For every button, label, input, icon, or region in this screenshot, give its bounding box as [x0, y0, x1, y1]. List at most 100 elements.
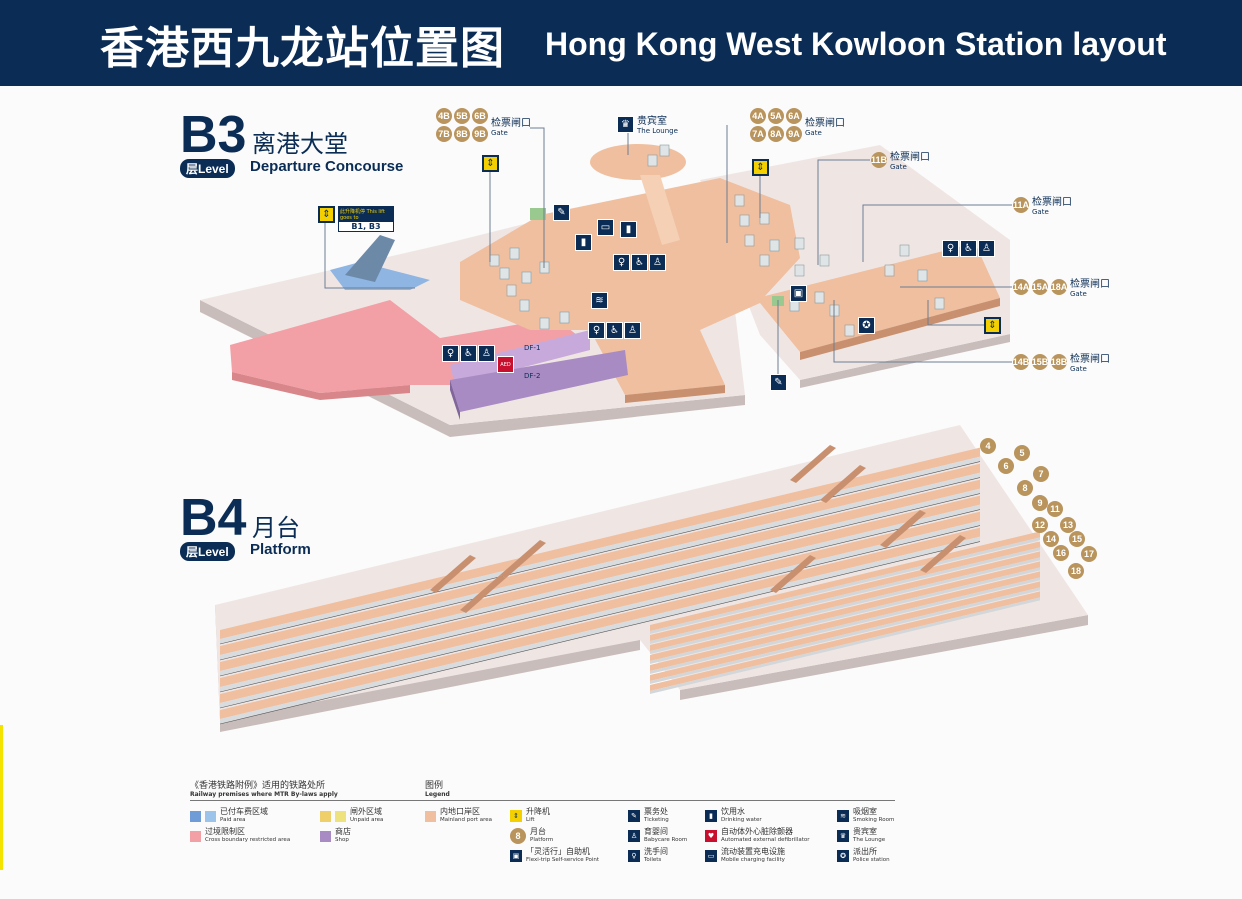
- platform-badge: 9: [1032, 495, 1048, 511]
- color-swatch: [320, 810, 331, 822]
- legend-cn: 「灵活行」自助机: [526, 847, 590, 856]
- legend-cn: 流动装置充电设施: [721, 847, 785, 856]
- police-icon: ✪: [858, 317, 875, 334]
- b4-slab-side: [680, 615, 1088, 700]
- gate-badge: 15B: [1032, 354, 1048, 370]
- premises-title-en: Railway premises where MTR By-laws apply: [190, 791, 338, 798]
- charging-icon: ▭: [705, 850, 717, 862]
- lift-sign-title: 此升降机停 This lift goes to: [339, 207, 393, 222]
- gate-badge: 9B: [472, 126, 488, 142]
- drinking-water-icon: ▮: [705, 810, 717, 822]
- legend-cn: 派出所: [853, 847, 877, 856]
- platform-strip: [220, 479, 980, 671]
- track: [219, 541, 981, 725]
- escalator: [880, 510, 926, 548]
- babycare-icon: ♙: [649, 254, 666, 271]
- legend-cn: 已付车费区域: [220, 807, 268, 816]
- gate-badge: 11B: [871, 152, 887, 168]
- gate-machine: [509, 247, 520, 260]
- legend-en: Unpaid area: [350, 817, 384, 823]
- train: [220, 488, 980, 676]
- b3-floor-plan: [200, 125, 1012, 437]
- gate-machine: [769, 239, 780, 252]
- gate-label-cn: 检票闸口: [491, 118, 531, 129]
- legend-cn: 洗手间: [644, 847, 668, 856]
- platform-badge: 8: [510, 828, 526, 844]
- legend-en: Shop: [335, 837, 349, 843]
- legend-cn: 自动体外心脏除颤器: [721, 827, 793, 836]
- train: [220, 504, 980, 692]
- ticketing-icon: ✎: [770, 374, 787, 391]
- escalator: [460, 575, 506, 613]
- escalator-to-b1: [345, 235, 395, 282]
- mainland-port-area-side: [625, 385, 725, 403]
- babycare-icon: ♙: [624, 322, 641, 339]
- track: [219, 493, 981, 677]
- platform-strip: [650, 551, 1040, 651]
- premises-title-cn: 《香港铁路附例》适用的铁路处所: [190, 781, 326, 791]
- legend-en: Cross boundary restricted area: [205, 837, 291, 843]
- lift-icon: ⇕: [482, 155, 499, 172]
- charging-icon: ▭: [597, 219, 614, 236]
- toilets-icon: ♀: [588, 322, 605, 339]
- gate-badge: 4A: [750, 108, 766, 124]
- train: [220, 536, 980, 724]
- gate-machine: [521, 271, 532, 284]
- gate-machine: [739, 214, 750, 227]
- drinking-water-icon: ▮: [620, 221, 637, 238]
- lift-destination-sign: 此升降机停 This lift goes to B1, B3: [338, 206, 394, 232]
- platform-strip: [650, 571, 1040, 671]
- b4-floor-plan: [215, 425, 1088, 732]
- legend-en: Smoking Room: [853, 817, 895, 823]
- title-chinese: 香港西九龙站位置图: [100, 23, 505, 74]
- legend-cn: 贵宾室: [853, 827, 877, 836]
- legend-en: Police station: [853, 857, 890, 863]
- legend-cn: 育婴间: [644, 827, 668, 836]
- train: [650, 597, 1040, 694]
- train: [220, 472, 980, 660]
- legend-cn: 吸烟室: [853, 807, 877, 816]
- legend-en: Drinking water: [721, 817, 762, 823]
- b3-level-name-cn: 离港大堂: [252, 130, 348, 158]
- gate-badge: 7A: [750, 126, 766, 142]
- shop-label-df-2: DF-2: [524, 372, 541, 380]
- escalator: [920, 535, 966, 573]
- header-banner: 香港西九龙站位置图 Hong Kong West Kowloon Station…: [0, 0, 1242, 86]
- ticketing-icon: ✎: [628, 810, 640, 822]
- gate-badge: 15A: [1032, 279, 1048, 295]
- edge-marker: [0, 725, 3, 870]
- train: [650, 577, 1040, 674]
- shop-label-df-1: DF-1: [524, 344, 541, 352]
- flexi-trip-icon: ▣: [510, 850, 522, 862]
- legend-en: Toilets: [644, 857, 662, 863]
- b4-level-name-cn: 月台: [252, 514, 300, 542]
- gate-badge: 18B: [1051, 354, 1067, 370]
- lounge-ramp: [640, 175, 680, 245]
- platform-strips: [219, 445, 1040, 725]
- smoking-room-icon: ≋: [591, 292, 608, 309]
- lift-icon: ⇕: [752, 159, 769, 176]
- legend-en: Babycare Room: [644, 837, 688, 843]
- lounge-icon: ♛: [837, 830, 849, 842]
- color-swatch: [320, 830, 331, 842]
- legend-cn: 闸外区域: [350, 807, 382, 816]
- gate-badge: 14A: [1013, 279, 1029, 295]
- gate-label-cn: 检票闸口: [805, 118, 845, 129]
- gate-label-cn: 检票闸口: [890, 152, 930, 163]
- mainland-port-area-side: [800, 298, 1000, 360]
- shop-df-2-side: [450, 380, 460, 420]
- b4-level-pill: 层Level: [180, 542, 235, 561]
- legend-en: Ticketing: [644, 817, 669, 823]
- platform-strip: [650, 591, 1040, 691]
- platform-strip: [220, 495, 980, 687]
- water-fountain: [530, 208, 546, 220]
